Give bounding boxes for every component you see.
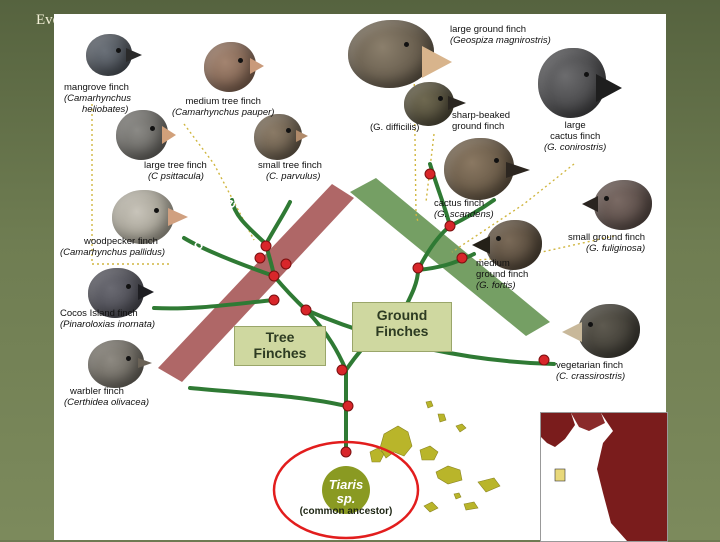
island-genovesa [455, 423, 467, 433]
small-tree-finch-head-icon [254, 114, 308, 160]
island-floreana [423, 501, 439, 513]
label-large-ground-finch: large ground finch (Geospiza magnirostri… [450, 24, 551, 46]
node-medium-ground [456, 252, 468, 264]
island-pinta [425, 400, 434, 409]
node-tree-group [300, 304, 312, 316]
node-trunk [340, 446, 352, 458]
island-santiago [419, 445, 439, 461]
woodpecker-finch-head-icon [112, 190, 188, 244]
leader-mangrove [91, 104, 172, 265]
ancestor-label: Tiaris sp. (common ancestor) [299, 477, 393, 518]
label-small-ground-finch: small ground finch (G. fuliginosa) [568, 232, 646, 254]
island-san-cristobal [477, 477, 501, 493]
island-fernandina [369, 447, 385, 463]
large-ground-finch-head-icon [348, 20, 452, 88]
island-isabela [379, 425, 413, 459]
island-santa-cruz [435, 465, 463, 485]
branch-cocos [152, 298, 276, 311]
mangrove-finch-head-icon [86, 34, 142, 76]
node-small-tree [280, 258, 292, 270]
node-large-tree [254, 252, 266, 264]
node-cocos [268, 294, 280, 306]
island-santa-fe [453, 492, 462, 500]
large-cactus-finch-head-icon [538, 48, 622, 118]
branch-small-tree [264, 200, 292, 246]
ancestor-ring [272, 440, 420, 540]
label-cocos-island-finch: Cocos Island finch (Pinaroloxias inornat… [60, 308, 156, 330]
map-central-isthmus [571, 413, 605, 431]
medium-ground-finch-head-icon [472, 220, 542, 270]
vegetarian-finch-head-icon [562, 304, 640, 358]
tree-finches-box: Tree Finches [234, 326, 326, 366]
leader-medium-tree [183, 123, 255, 241]
large-tree-finch-head-icon [116, 110, 176, 160]
cactus-finch-head-icon [444, 138, 530, 200]
medium-tree-finch-head-icon [204, 42, 264, 92]
small-ground-finch-head-icon [582, 180, 652, 230]
ground-finches-box: Ground Finches [352, 302, 452, 352]
label-mangrove-finch: mangrove finch (Camarhynchus heliobates) [64, 82, 132, 115]
node-upper [424, 168, 436, 180]
node-tree-up [260, 240, 272, 252]
label-sharp-beaked-sci: (G. difficilis) [370, 122, 420, 133]
branch-woodpecker [182, 236, 276, 278]
map-central-america [541, 413, 575, 447]
branch-warbler [188, 386, 348, 408]
label-small-tree-finch: small tree finch (C. parvulus) [258, 160, 322, 182]
warbler-finch-head-icon [88, 340, 152, 388]
ancestor-disc [322, 466, 370, 514]
cocos-island-finch-head-icon [88, 268, 154, 318]
island-marchena [437, 413, 447, 423]
island-espanola [463, 501, 479, 511]
node-cactus [444, 220, 456, 232]
map-south-america [597, 413, 667, 541]
inset-map-graphic [541, 413, 667, 541]
branch-tree-finches [272, 274, 308, 312]
insectivore-band [158, 184, 354, 382]
label-warbler-finch: warbler finch (Certhidea olivacea) [64, 386, 150, 408]
map-galapagos-marker [554, 468, 566, 482]
label-cactus-finch: cactus finch (G. scandens) [434, 198, 494, 220]
label-large-cactus-finch: large cactus finch (G. conirostris) [544, 120, 607, 153]
node-ground-up [412, 262, 424, 274]
leader-small-ground [477, 235, 615, 261]
label-large-tree-finch: large tree finch (C psittacula) [144, 160, 207, 182]
node-woodpecker [268, 270, 280, 282]
label-medium-tree-finch: medium tree finch (Camarhynchus pauper) [172, 96, 275, 118]
node-vegetarian [538, 354, 550, 366]
node-main [336, 364, 348, 376]
label-medium-ground-finch: medium ground finch (G. fortis) [476, 258, 529, 291]
leader-sharp [425, 133, 435, 203]
label-sharp-beaked-finch: sharp-beaked ground finch [452, 110, 511, 132]
granivore-band [350, 178, 550, 336]
inset-map [540, 412, 668, 542]
branch-large-tree [230, 198, 268, 246]
node-warbler-split [342, 400, 354, 412]
label-woodpecker-finch: woodpecker finch (Camarhynchus pallidus) [60, 236, 166, 258]
sharp-beaked-finch-head-icon [404, 82, 466, 126]
label-vegetarian-finch: vegetarian finch (C. crassirostris) [556, 360, 626, 382]
